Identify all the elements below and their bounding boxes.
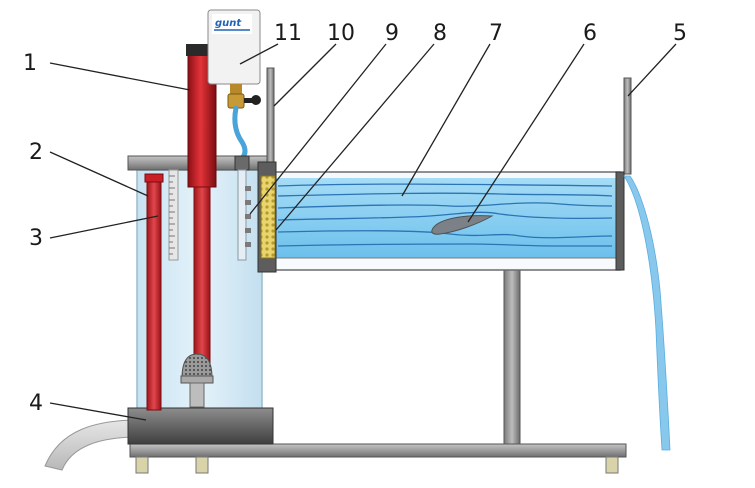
label-11: 11	[274, 21, 302, 46]
airfoil-model	[431, 215, 494, 235]
label-5: 5	[673, 21, 687, 46]
outlet-end	[615, 171, 671, 451]
outflow-stream	[623, 175, 671, 451]
part-number-labels: 1 2 3 4 5 6 7 8 9 10 11	[23, 21, 687, 416]
label-1: 1	[23, 51, 37, 76]
leader-lines	[49, 43, 677, 421]
support-rods	[266, 67, 632, 175]
level-scale	[168, 169, 179, 261]
gunt-logo: gunt	[215, 18, 242, 29]
label-8: 8	[433, 21, 447, 46]
label-10: 10	[327, 21, 355, 46]
streamlines	[277, 183, 613, 247]
label-6: 6	[583, 21, 597, 46]
label-9: 9	[385, 21, 399, 46]
label-7: 7	[489, 21, 503, 46]
pump-strainer	[180, 353, 214, 408]
flow-channel	[273, 171, 621, 271]
label-4: 4	[29, 391, 43, 416]
base-frame	[129, 267, 627, 474]
flow-straightener	[257, 161, 277, 273]
label-2: 2	[29, 140, 43, 165]
dosing-unit: gunt	[207, 9, 261, 161]
dye-injector	[234, 155, 251, 261]
overflow-tube	[144, 173, 164, 411]
label-3: 3	[29, 226, 43, 251]
